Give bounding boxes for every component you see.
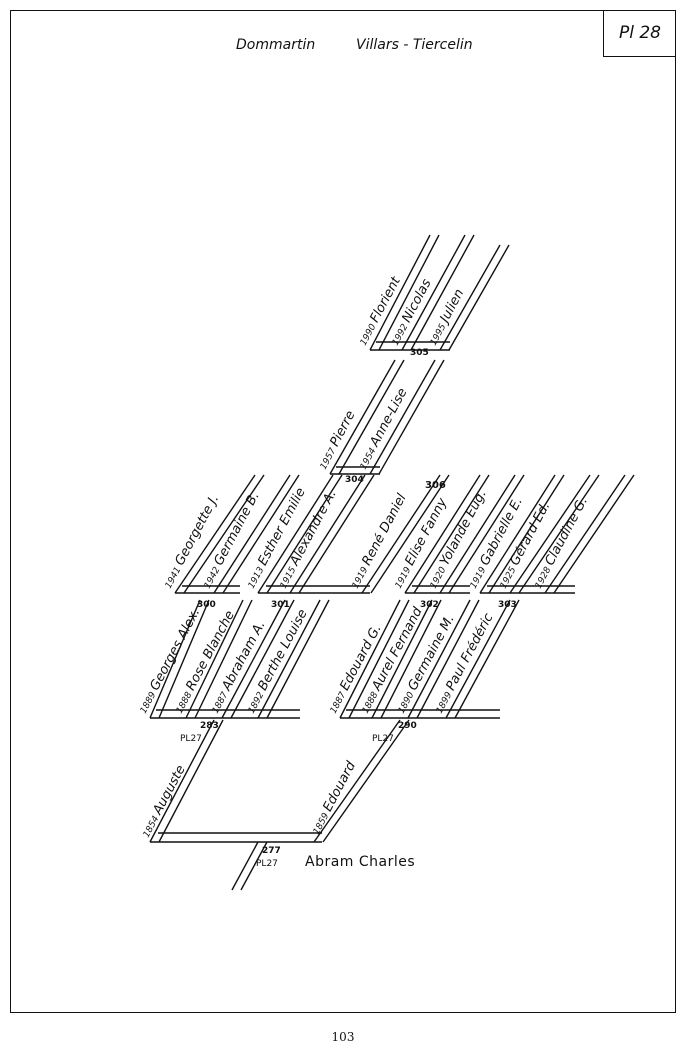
plate-number: Pl 28	[618, 23, 661, 43]
branch-line	[230, 599, 295, 719]
plate-reference: PL27	[372, 734, 394, 744]
branch-line	[158, 599, 210, 719]
person-name: Pierre	[327, 408, 358, 449]
branch-line	[416, 599, 480, 719]
branch-line	[404, 474, 481, 594]
branch-line	[194, 599, 253, 719]
family-box-number: 301	[271, 600, 290, 610]
person-name: Auguste	[150, 763, 189, 818]
branch-line	[439, 244, 501, 351]
root-stem	[231, 841, 259, 891]
page-number: 103	[331, 1030, 355, 1044]
branch-line	[454, 599, 520, 719]
branch-line	[348, 599, 410, 719]
branch-line	[266, 599, 330, 719]
branch-line	[185, 599, 244, 719]
branch-line	[183, 474, 265, 594]
branch-line	[448, 244, 510, 351]
branch-line	[213, 474, 291, 594]
family-box-number: 304	[345, 475, 364, 485]
family-box-number: 302	[420, 600, 439, 610]
continuation-reference: 306	[425, 480, 446, 491]
branch-line	[410, 234, 475, 351]
plate-reference: PL27	[256, 859, 278, 869]
branch-line	[378, 234, 440, 351]
branch-line	[257, 474, 334, 594]
branch-line	[407, 599, 471, 719]
header-place-left: Dommartin	[236, 37, 316, 53]
branch-line	[445, 599, 511, 719]
branch-line	[488, 474, 565, 594]
branch-line	[313, 719, 401, 843]
branch-line	[339, 599, 401, 719]
page-frame	[10, 10, 676, 1013]
family-box-number: 305	[410, 348, 429, 358]
branch-line	[439, 474, 516, 594]
branch-line	[257, 599, 321, 719]
person-label: 1954 Anne-Lise	[355, 386, 410, 472]
family-box-number: 300	[197, 600, 216, 610]
branch-line	[544, 474, 626, 594]
branch-line	[380, 599, 442, 719]
family-box-number: 290	[398, 721, 417, 731]
branch-line	[149, 719, 215, 843]
person-label: 1915 Alexandre A.	[275, 487, 339, 590]
branch-line	[413, 474, 490, 594]
root-person-name: Abram Charles	[305, 854, 415, 870]
branch-line	[509, 474, 591, 594]
branch-line	[361, 474, 441, 594]
branch-line	[158, 719, 224, 843]
branch-line	[378, 359, 445, 475]
branch-line	[174, 474, 256, 594]
family-box-number: 277	[262, 846, 281, 856]
branch-line	[149, 599, 201, 719]
branch-line	[553, 474, 635, 594]
branch-line	[369, 359, 436, 475]
header-place-right: Villars - Tiercelin	[356, 37, 473, 53]
plate-number-box: Pl 28	[603, 10, 676, 57]
person-label: 1859 Edouard	[308, 759, 359, 837]
person-label: 1889 Georges Alex.	[135, 606, 203, 716]
branch-line	[338, 359, 405, 475]
family-box-number: 283	[200, 721, 219, 731]
person-name: René Daniel	[359, 491, 409, 568]
branch-line	[222, 474, 300, 594]
branch-line	[479, 474, 556, 594]
branch-line	[289, 474, 366, 594]
plate-reference: PL27	[180, 734, 202, 744]
branch-line	[322, 719, 410, 843]
branch-line	[370, 474, 450, 594]
branch-line	[518, 474, 600, 594]
family-box-number: 303	[498, 600, 517, 610]
person-label: 1854 Auguste	[138, 763, 188, 840]
branch-line	[371, 599, 433, 719]
branch-line	[448, 474, 525, 594]
branch-line	[298, 474, 375, 594]
root-stem	[240, 841, 268, 891]
branch-line	[266, 474, 343, 594]
branch-line	[221, 599, 286, 719]
branch-line	[329, 359, 396, 475]
branch-line	[369, 234, 431, 351]
branch-line	[401, 234, 466, 351]
